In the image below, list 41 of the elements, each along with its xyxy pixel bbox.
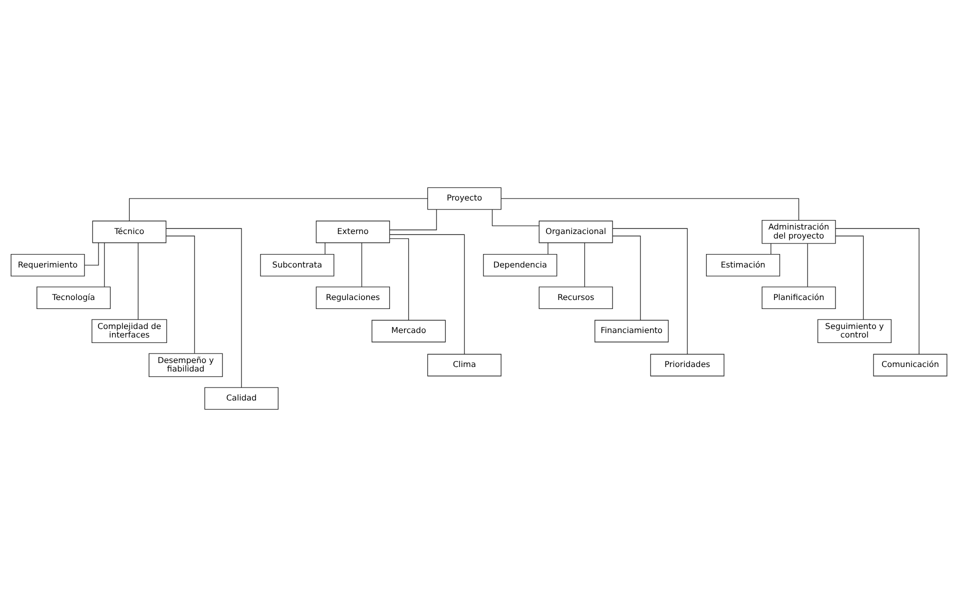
node-box: Regulaciones [316, 286, 390, 310]
node-box: Organizacional [538, 220, 613, 244]
node-box: Prioridades [650, 354, 724, 376]
connector [166, 236, 195, 354]
node-box: Subcontrata [260, 254, 334, 276]
node-box: Calidad [204, 387, 278, 410]
connector [770, 243, 772, 255]
connector [500, 198, 800, 221]
connector [612, 236, 641, 321]
connector [324, 242, 326, 254]
connector [612, 228, 688, 354]
node-box: Seguimiento y control [817, 319, 892, 344]
connector [390, 209, 437, 230]
node-box: Técnico [92, 220, 166, 244]
connector [389, 238, 409, 320]
connector [835, 236, 864, 320]
connector [166, 228, 242, 388]
node-box: Planificación [762, 286, 836, 310]
node-box: Dependencia [483, 254, 558, 276]
connector [492, 209, 540, 226]
node-box: Tecnología [36, 286, 111, 310]
node-box: Requerimiento [10, 254, 85, 276]
node-box: Externo [316, 220, 390, 244]
node-box: Complejidad de interfaces [92, 319, 168, 344]
connector [835, 228, 920, 354]
connector [84, 242, 99, 266]
node-box: Estimación [706, 254, 780, 276]
node-box: Comunicación [873, 354, 948, 376]
connector [104, 242, 105, 288]
node-box: Clima [427, 354, 502, 376]
node-box: Financiamiento [594, 320, 669, 342]
node-box: Proyecto [427, 187, 502, 210]
connector [128, 198, 428, 222]
connector [389, 234, 465, 355]
node-box: Mercado [372, 320, 446, 342]
connector [361, 242, 362, 288]
node-box: Administración del proyecto [762, 220, 836, 244]
connector [807, 243, 808, 288]
connector [584, 242, 586, 288]
node-box: Desempeño y fiabilidad [148, 353, 223, 377]
node-box: Recursos [538, 286, 613, 310]
